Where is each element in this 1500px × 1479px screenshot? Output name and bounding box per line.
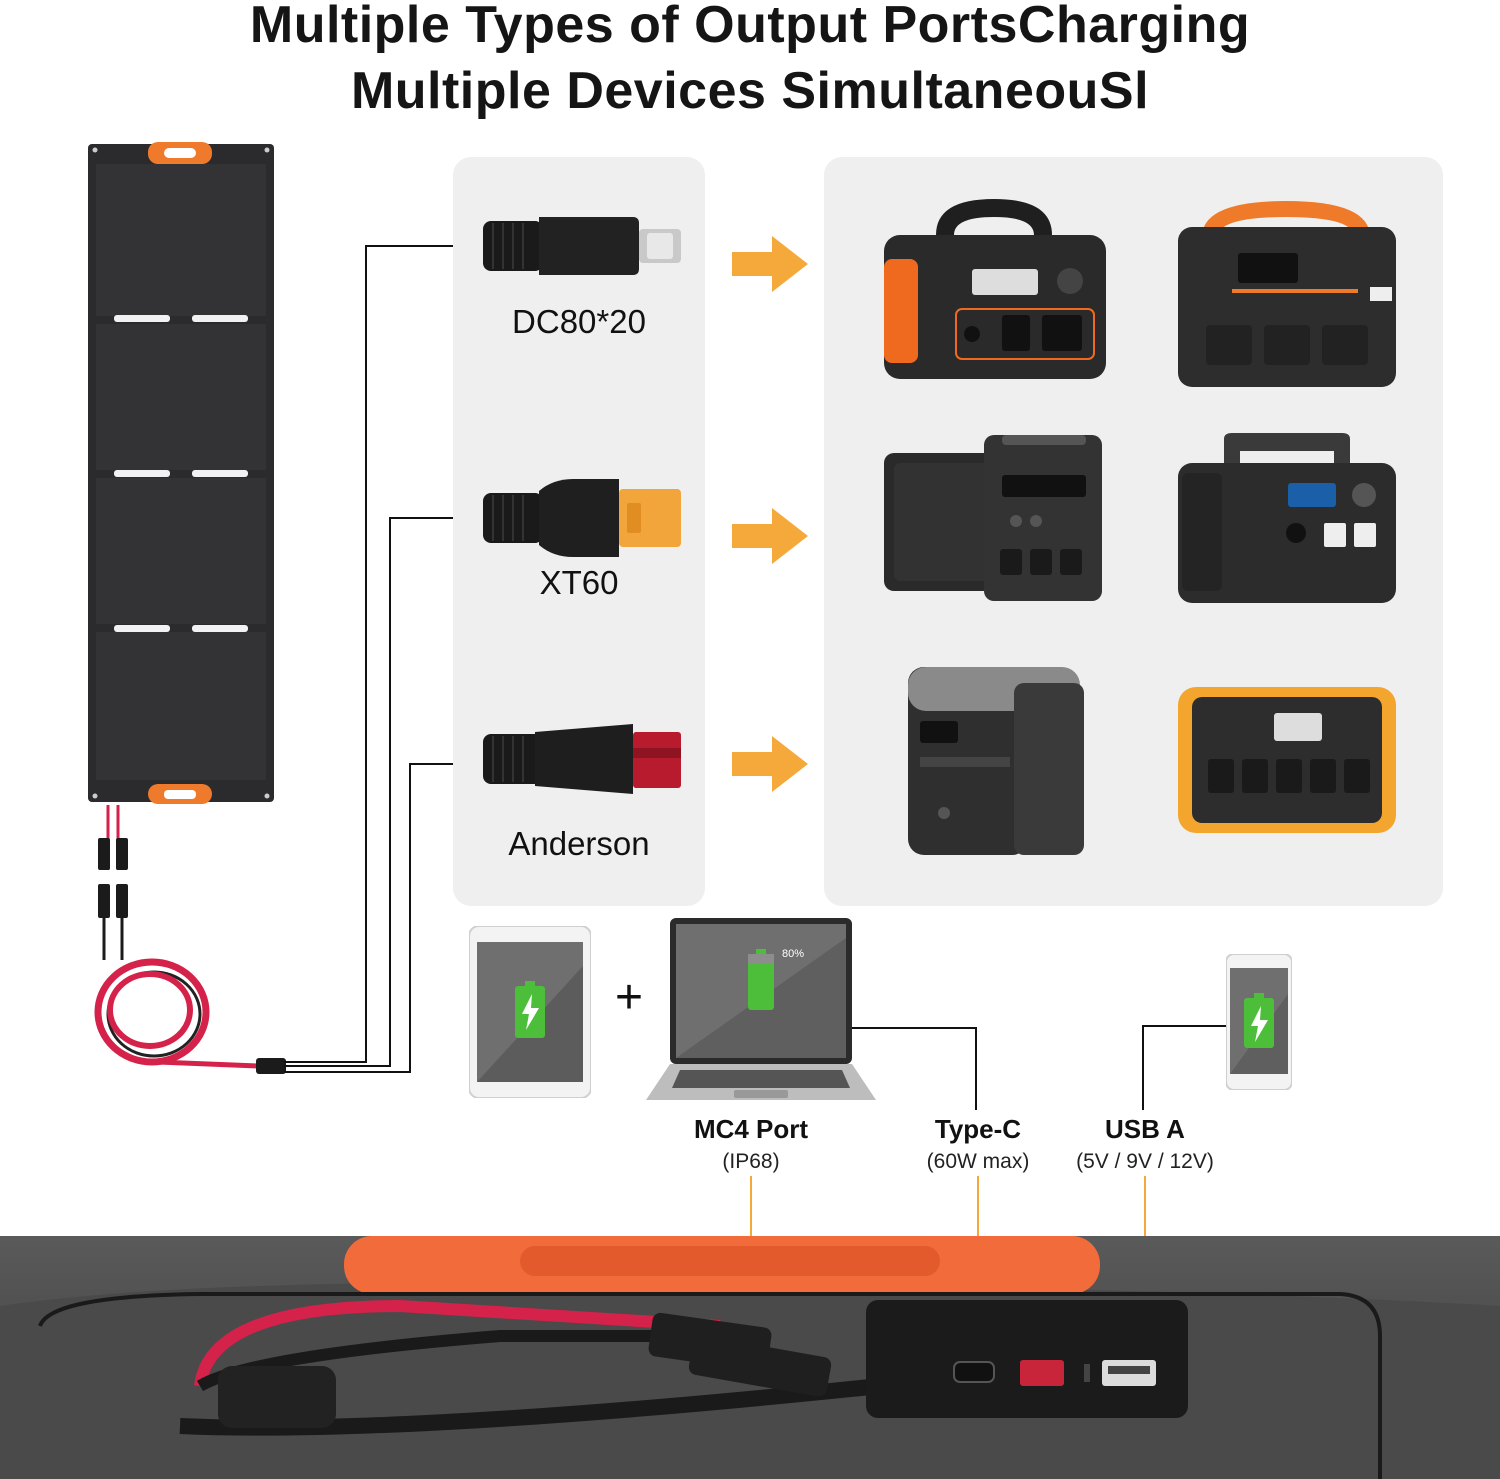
laptop-device <box>646 918 876 1102</box>
arrow-right-icon <box>732 736 808 792</box>
phone-device <box>1226 954 1292 1090</box>
power-station-image <box>1178 433 1396 605</box>
arrow-right-icon <box>732 236 808 292</box>
xt60-plug-icon <box>483 479 683 559</box>
page-title-line-2: Multiple Devices SimultaneouSl <box>350 62 1150 120</box>
laptop-battery-percent: 80% <box>782 948 805 960</box>
arrow-right-icon <box>732 508 808 564</box>
mc4-cable-coil <box>88 800 428 1080</box>
power-station-image <box>884 433 1106 603</box>
port-title-typec: Type-C <box>934 1114 1022 1144</box>
power-station-image <box>904 663 1084 855</box>
anderson-plug-icon <box>483 724 683 796</box>
power-station-image <box>1178 197 1396 387</box>
connector-label-anderson: Anderson <box>508 825 650 862</box>
tablet-device <box>469 926 591 1098</box>
connector-label-dc8020: DC80*20 <box>512 303 646 340</box>
connector-label-xt60: XT60 <box>539 564 619 601</box>
power-station-image <box>1178 685 1396 835</box>
solar-panel <box>88 142 274 804</box>
power-station-image <box>884 195 1106 381</box>
plus-sign: + <box>614 971 644 1024</box>
connector-panel: DC80*20 XT60 Anderson <box>453 157 705 906</box>
junction-box-photo <box>0 1236 1500 1479</box>
dc8020-plug-icon <box>483 215 683 277</box>
port-sub-typec: (60W max) <box>926 1150 1030 1173</box>
port-sub-usba: (5V / 9V / 12V) <box>1076 1150 1214 1173</box>
port-sub-mc4: (IP68) <box>722 1150 780 1173</box>
port-title-mc4: MC4 Port <box>693 1114 809 1144</box>
page-title-line-1: Multiple Types of Output PortsCharging <box>249 0 1251 54</box>
power-station-panel <box>824 157 1443 906</box>
port-title-usba: USB A <box>1105 1114 1185 1144</box>
